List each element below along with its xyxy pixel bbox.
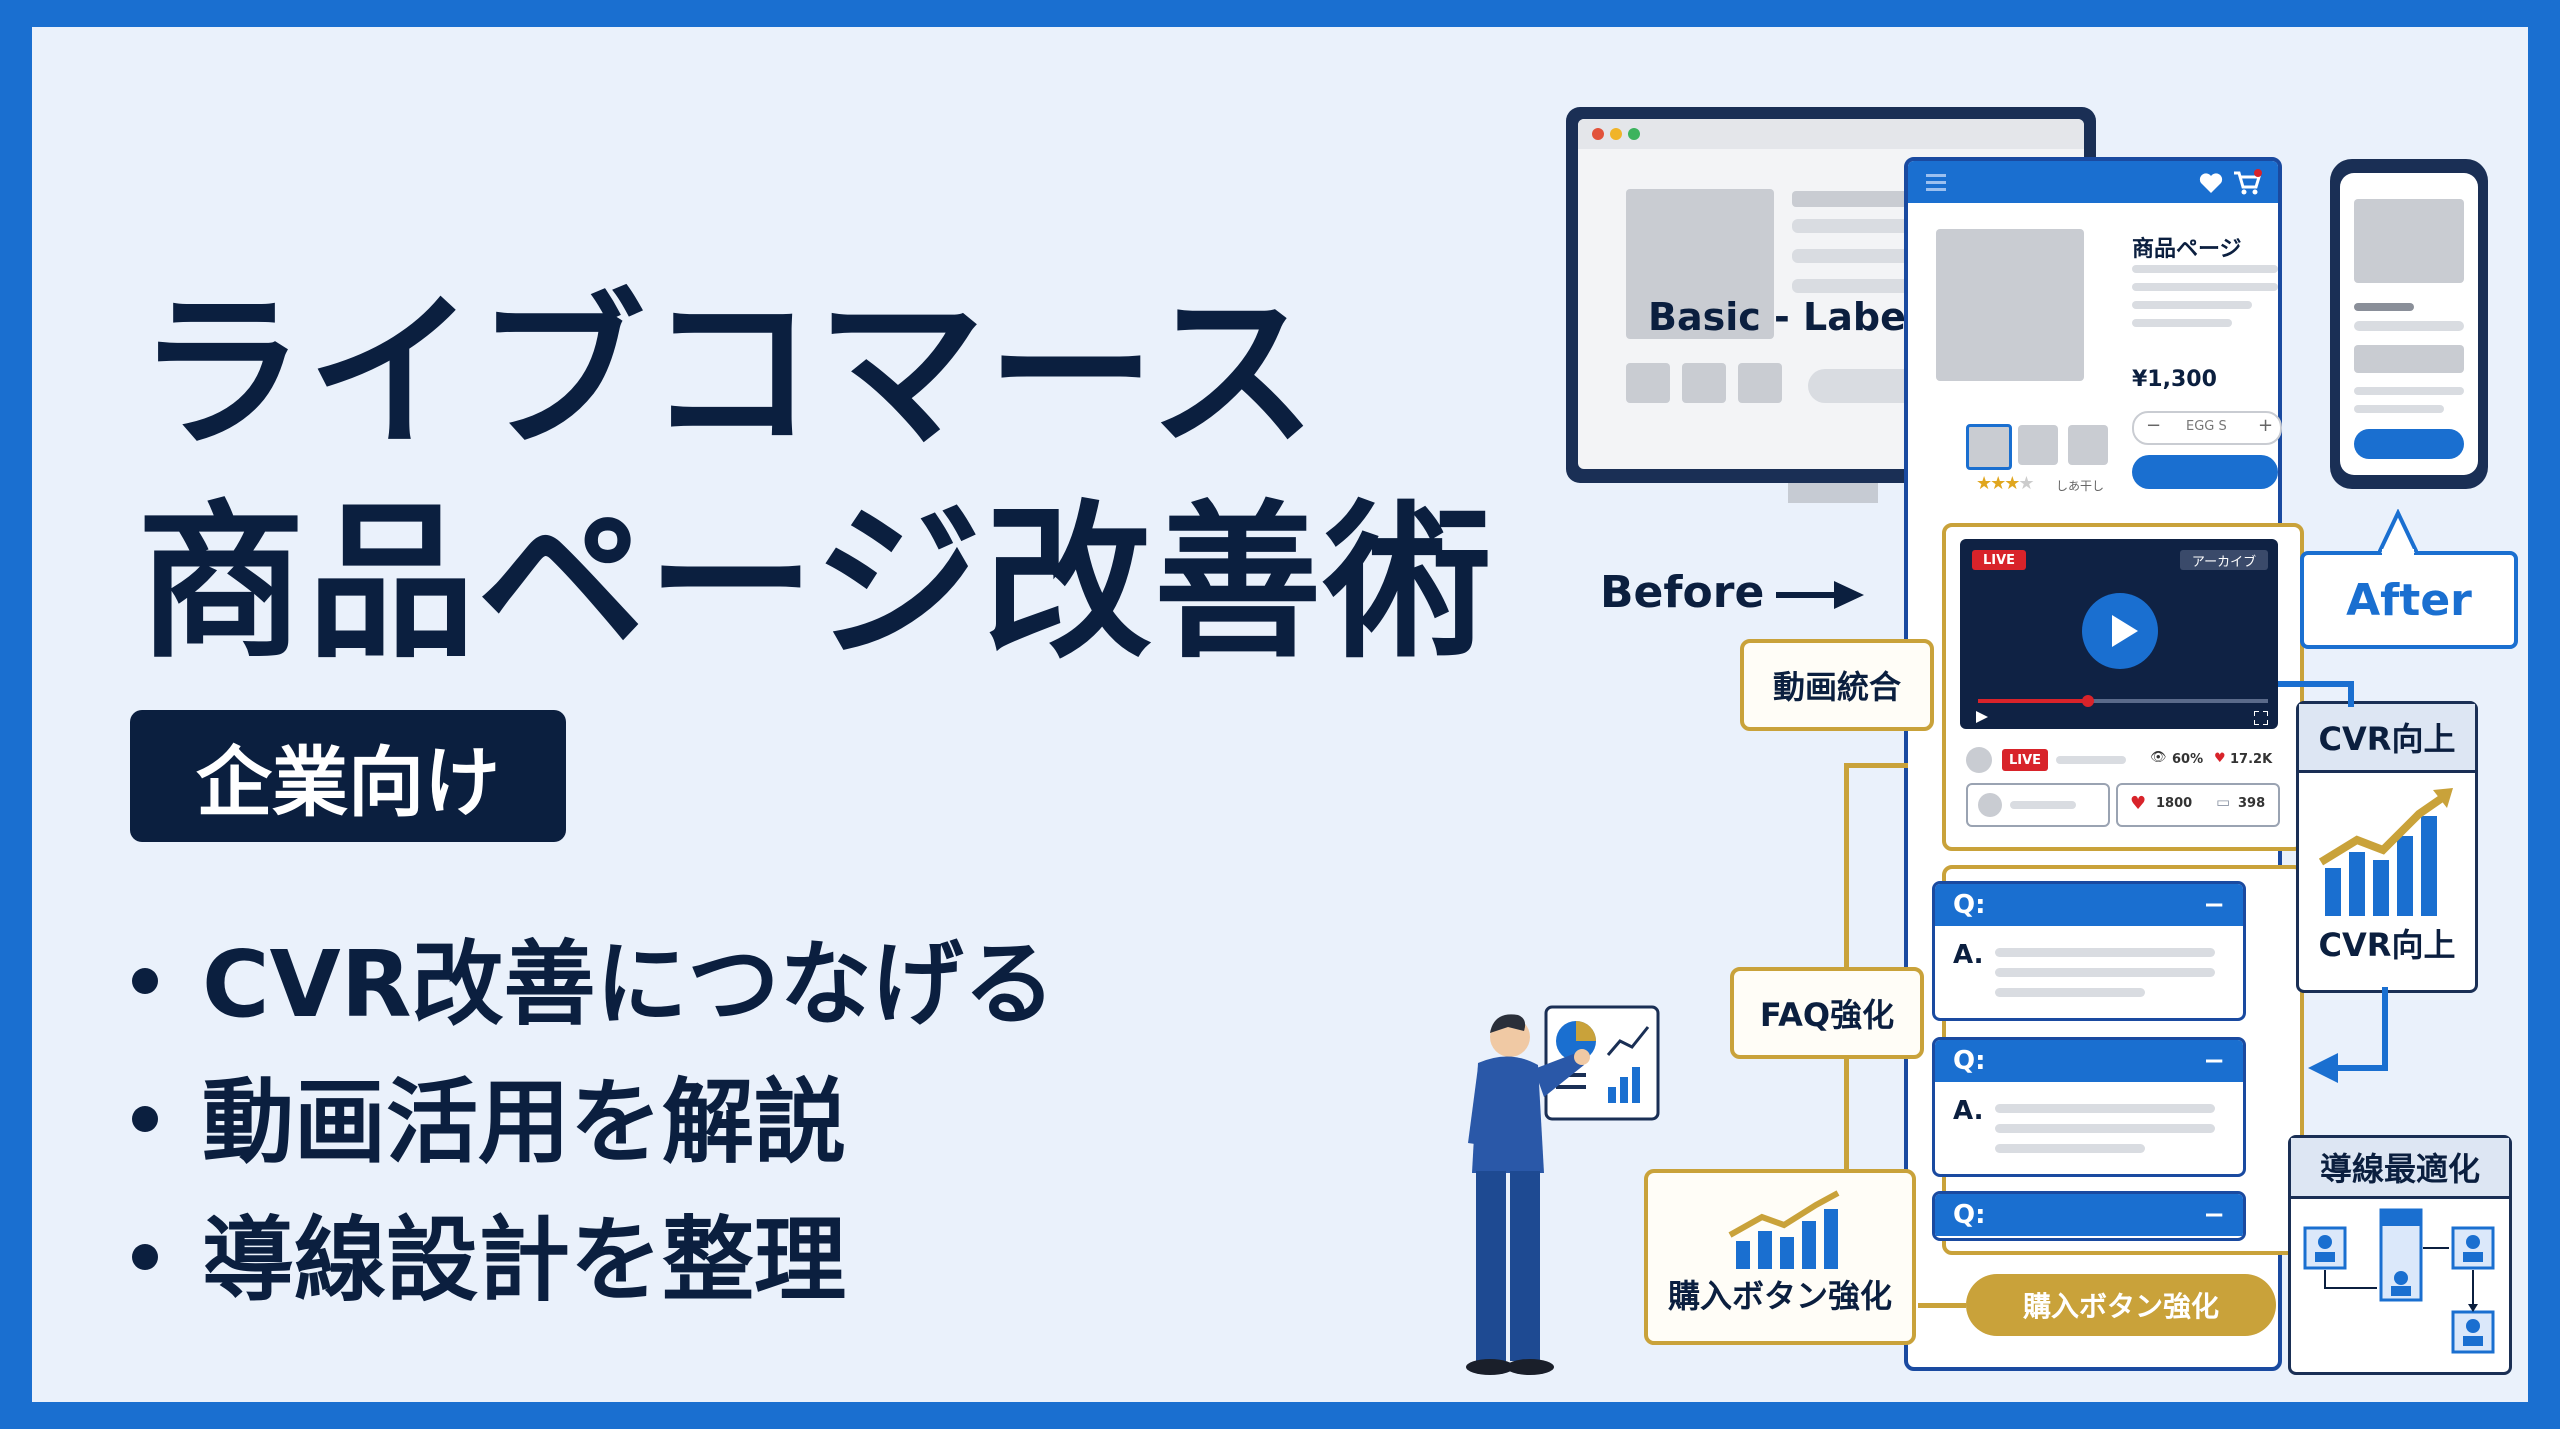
before-label: Before <box>1600 567 1765 618</box>
businessman-illustration <box>1466 1005 1660 1375</box>
comment-icon: ▭ <box>2216 793 2231 811</box>
faq-item[interactable]: Q: − A. <box>1932 1037 2246 1177</box>
live-tag-text: LIVE <box>1982 552 2016 568</box>
arrow-right-icon <box>1776 581 1864 609</box>
callout-buy-text: 購入ボタン強化 <box>1667 1277 1892 1315</box>
basic-label: Basic - Label <box>1648 295 1919 339</box>
live-chip: LIVE <box>2002 749 2048 771</box>
heart-icon[interactable] <box>2198 171 2224 195</box>
faq-answer-label: A. <box>1953 1096 1984 1126</box>
slide-canvas: ライブコマース 商品ページ改善術 企業向け CVR改善につなげる 動画活用を解説… <box>32 27 2528 1402</box>
cvr-header: CVR向上 <box>2318 720 2456 758</box>
growth-chart-icon <box>2318 788 2453 916</box>
hearts-count: 1800 <box>2156 796 2193 811</box>
callout-faq-text: FAQ強化 <box>1759 996 1895 1034</box>
growth-chart-icon <box>1728 1190 1840 1269</box>
audience-badge: 企業向け <box>130 710 566 842</box>
rating-text: しあ干し <box>2056 479 2105 493</box>
product-image <box>1936 229 2084 381</box>
live-tag: LIVE <box>1972 550 2026 570</box>
views-count: 60% <box>2172 752 2204 767</box>
faq-item[interactable]: Q: − A. <box>1932 881 2246 1021</box>
collapse-icon[interactable]: − <box>2203 890 2225 920</box>
bullet-text: CVR改善につなげる <box>202 931 1056 1038</box>
quantity-stepper[interactable]: − EGG S + <box>2132 411 2282 445</box>
menu-icon[interactable] <box>1926 173 1950 191</box>
stepper-plus[interactable]: + <box>2258 415 2274 436</box>
collapse-icon[interactable]: − <box>2203 1046 2225 1076</box>
headline-line1: ライブコマース <box>137 275 1319 471</box>
faq-question-label: Q: <box>1953 1200 1986 1230</box>
headline-line2: 商品ページ改善術 <box>137 485 1494 681</box>
bullet-text: 導線設計を整理 <box>202 1207 847 1314</box>
after-phone-mockup <box>2330 159 2488 489</box>
callout-video: 動画統合 <box>1740 639 1934 731</box>
eye-icon: 👁 <box>2150 750 2167 765</box>
buy-button[interactable]: 購入ボタン強化 <box>1966 1274 2276 1336</box>
thumbnail[interactable] <box>1966 424 2012 470</box>
callout-faq: FAQ強化 <box>1730 967 1924 1059</box>
cvr-footer: CVR向上 <box>2318 926 2456 964</box>
bullet-dot <box>132 1243 158 1270</box>
play-small-icon[interactable] <box>1976 711 1988 723</box>
live-chip-text: LIVE <box>2008 752 2042 768</box>
cvr-box: CVR向上 CVR向上 <box>2296 701 2478 993</box>
product-price: ¥1,300 <box>2132 367 2217 392</box>
fullscreen-icon[interactable] <box>2254 711 2268 725</box>
add-to-cart-button[interactable] <box>2132 455 2278 489</box>
star-rating: ★★★★ <box>1976 473 2035 494</box>
bullet-dot <box>132 967 158 994</box>
product-title: 商品ページ <box>2132 237 2242 262</box>
faq-item[interactable]: Q: − <box>1932 1191 2246 1241</box>
video-progress-track[interactable] <box>1978 699 2268 703</box>
stepper-value: EGG S <box>2186 419 2227 434</box>
arrow-left-icon <box>2308 1053 2338 1083</box>
video-progress-fill <box>1978 699 2089 703</box>
bullet-text: 動画活用を解説 <box>202 1069 847 1176</box>
after-label-text: After <box>2346 574 2472 626</box>
after-label: After <box>2300 551 2518 649</box>
faq-question-label: Q: <box>1953 1046 1986 1076</box>
avatar <box>1966 747 1992 773</box>
likes-count: 17.2K <box>2230 752 2273 767</box>
route-header: 導線最適化 <box>2319 1150 2480 1188</box>
buy-button-label: 購入ボタン強化 <box>2022 1290 2219 1323</box>
heart-stat-icon: ♥ <box>2130 793 2147 814</box>
route-box: 導線最適化 <box>2288 1135 2512 1375</box>
thumbnail[interactable] <box>2068 425 2108 465</box>
comment-input[interactable] <box>1966 783 2110 827</box>
flow-diagram-icon <box>2303 1208 2495 1354</box>
archive-tag-text: アーカイブ <box>2191 554 2257 570</box>
thumbnail[interactable] <box>2018 425 2058 465</box>
bullet-dot <box>132 1105 158 1132</box>
play-icon[interactable] <box>2082 593 2158 669</box>
callout-video-text: 動画統合 <box>1772 668 1901 706</box>
comments-count: 398 <box>2238 796 2266 811</box>
stepper-minus[interactable]: − <box>2146 415 2162 436</box>
engagement-stats: ♥ 1800 ▭ 398 <box>2116 783 2280 827</box>
archive-tag: アーカイブ <box>2180 550 2268 570</box>
faq-question-label: Q: <box>1953 890 1986 920</box>
cart-icon[interactable] <box>2232 169 2262 197</box>
callout-pointer <box>2378 509 2418 555</box>
video-progress-knob[interactable] <box>2082 695 2095 707</box>
bullet-item: 動画活用を解説 <box>132 1077 846 1169</box>
faq-answer-label: A. <box>1953 940 1984 970</box>
heart-small-icon: ♥ <box>2214 751 2226 766</box>
callout-buy: 購入ボタン強化 <box>1644 1169 1916 1345</box>
collapse-icon[interactable]: − <box>2203 1200 2225 1230</box>
bullet-item: CVR改善につなげる <box>132 939 1056 1031</box>
bullet-item: 導線設計を整理 <box>132 1215 846 1307</box>
